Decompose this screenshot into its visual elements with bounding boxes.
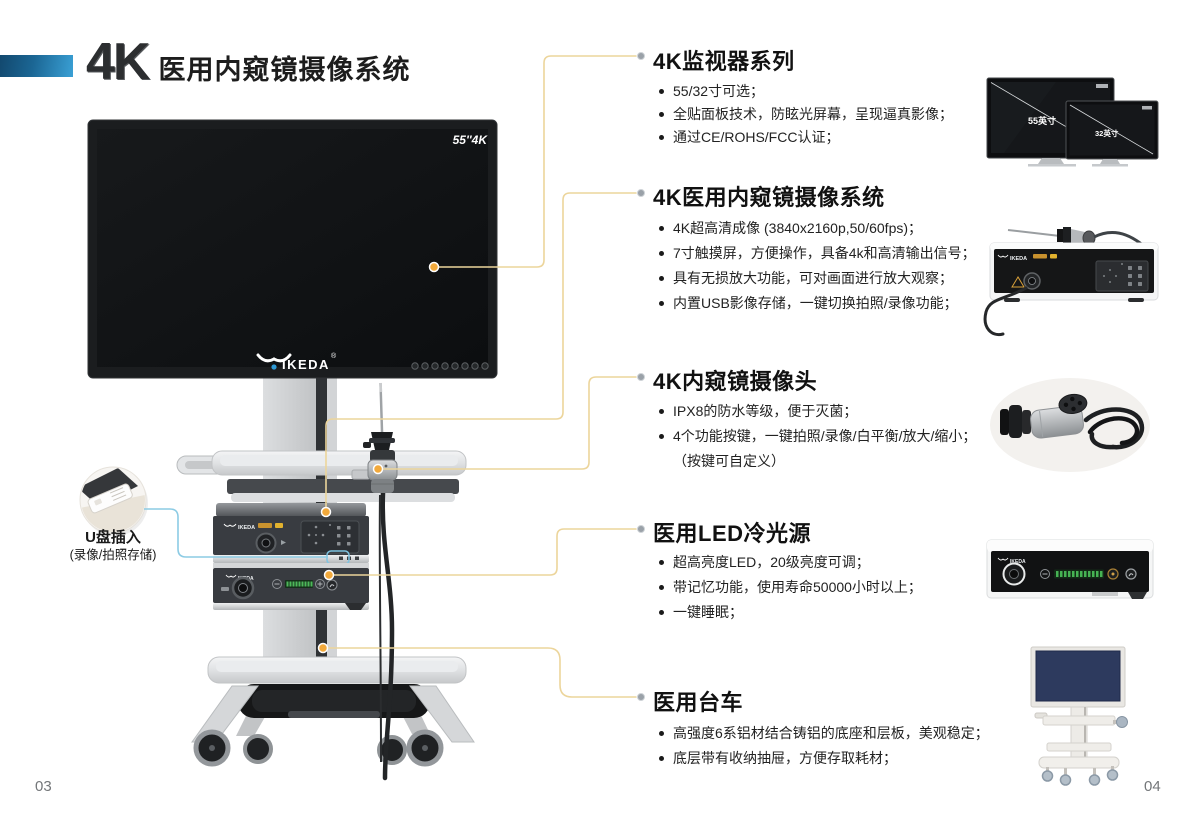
bullet-item: 高强度6系铝材结合铸铝的底座和层板，美观稳定；: [657, 721, 989, 746]
section-bullets: 55/32寸可选； 全贴面板技术，防眩光屏幕，呈现逼真影像； 通过CE/ROHS…: [657, 80, 953, 149]
monitor-32-label: 32英寸: [1095, 128, 1119, 138]
section-bullets: 超高亮度LED，20级亮度可调； 带记忆功能，使用寿命50000小时以上； 一键…: [657, 550, 922, 625]
bullet-item: 一键睡眠；: [657, 600, 922, 625]
bullet-item: 带记忆功能，使用寿命50000小时以上；: [657, 575, 922, 600]
bullet-item: 具有无损放大功能，可对画面进行放大观察；: [657, 266, 976, 291]
section-camera-system: 4K医用内窥镜摄像系统 4K超高清成像 (3840x2160p,50/60fps…: [653, 180, 998, 311]
usb-callout-label: U盘插入 (录像/拍照存储): [33, 528, 193, 564]
callout-line-light: [328, 528, 637, 576]
bullet-item: 全贴面板技术，防眩光屏幕，呈现逼真影像；: [657, 103, 953, 126]
bullet-item: 底层带有收纳抽屉，方便存取耗材；: [657, 746, 989, 771]
svg-text:IKEDA: IKEDA: [1010, 559, 1026, 565]
monitor-badge: 55''4K: [453, 133, 489, 147]
bullet-item: 内置USB影像存储，一键切换拍照/录像功能；: [657, 291, 976, 316]
monitor-buttons: [411, 362, 489, 370]
product-camera-head: [990, 378, 1150, 472]
page-title: 4K 医用内窥镜摄像系统: [86, 32, 410, 92]
usb-label-line2: (录像/拍照存储): [69, 548, 157, 562]
bullet-item: IPX8的防水等级，便于灭菌；: [657, 399, 976, 424]
svg-text:IKEDA: IKEDA: [1010, 256, 1027, 262]
cart-top-shelf: [176, 450, 467, 502]
svg-text:IKEDA: IKEDA: [282, 357, 330, 372]
monitor-brand-logo: IKEDA ®: [256, 352, 337, 372]
product-light-source: IKEDA: [986, 539, 1154, 599]
monitor-55-label: 55英寸: [1028, 115, 1056, 126]
section-bullets: IPX8的防水等级，便于灭菌； 4个功能按键，一键拍照/录像/白平衡/放大/缩小…: [657, 399, 976, 474]
bullet-item: 通过CE/ROHS/FCC认证；: [657, 126, 953, 149]
page-number-left: 03: [35, 778, 52, 795]
cart-camera-unit: IKEDA: [213, 503, 369, 565]
callout-line-head: [377, 376, 637, 470]
bullet-item: 55/32寸可选；: [657, 80, 953, 103]
usb-callout-line: [144, 508, 328, 558]
callout-line-ccu: [325, 192, 637, 513]
bullet-item: 4K超高清成像 (3840x2160p,50/60fps)；: [657, 216, 976, 241]
ccu-brand: IKEDA: [238, 525, 255, 531]
callout-source-dots: [317, 261, 440, 654]
bullet-item: 7寸触摸屏，方便操作，具备4k和高清输出信号；: [657, 241, 976, 266]
page-title-4k: 4K: [86, 33, 151, 91]
cart-bottom-shelf: [207, 656, 467, 684]
cart-monitor: 55''4K IKEDA ®: [87, 119, 498, 379]
front-casters: [193, 729, 444, 767]
section-light-source: 医用LED冷光源 超高亮度LED，20级亮度可调； 带记忆功能，使用寿命5000…: [653, 516, 998, 620]
section-heading: 4K监视器系列: [653, 49, 795, 74]
bullet-item: 4个功能按键，一键拍照/录像/白平衡/放大/缩小；: [657, 424, 976, 449]
section-monitor-series: 4K监视器系列 55/32寸可选； 全贴面板技术，防眩光屏幕，呈现逼真影像； 通…: [653, 44, 998, 145]
usb-label-line1: U盘插入: [85, 529, 141, 546]
callout-line-cart: [322, 647, 637, 698]
product-cart: [1030, 646, 1128, 786]
product-monitors: 55英寸 32英寸: [986, 77, 1159, 167]
section-camera-head: 4K内窥镜摄像头 IPX8的防水等级，便于灭菌； 4个功能按键，一键拍照/录像/…: [653, 364, 998, 469]
callout-line-monitor: [433, 55, 637, 268]
title-accent-bar: [0, 55, 73, 77]
section-bullets: 4K超高清成像 (3840x2160p,50/60fps)； 7寸触摸屏，方便操…: [657, 216, 976, 316]
page-title-text: 医用内窥镜摄像系统: [158, 55, 411, 85]
heading-dots: [637, 52, 645, 701]
callout-lines: [322, 55, 637, 698]
endoscope-assembly: [351, 382, 398, 781]
bullet-note: （按键可自定义）: [673, 453, 785, 469]
page-number-right: 04: [1144, 778, 1161, 795]
section-heading: 医用台车: [653, 690, 744, 715]
product-camera-system: IKEDA: [983, 227, 1159, 337]
section-trolley: 医用台车 高强度6系铝材结合铸铝的底座和层板，美观稳定； 底层带有收纳抽屉，方便…: [653, 685, 998, 766]
section-heading: 4K内窥镜摄像头: [653, 369, 818, 394]
section-heading: 医用LED冷光源: [653, 521, 812, 546]
bullet-item: 超高亮度LED，20级亮度可调；: [657, 550, 922, 575]
cart-light-source: IKEDA: [213, 563, 369, 610]
section-heading: 4K医用内窥镜摄像系统: [653, 185, 885, 210]
cart-base: [191, 684, 475, 767]
section-bullets: 高强度6系铝材结合铸铝的底座和层板，美观稳定； 底层带有收纳抽屉，方便存取耗材；: [657, 721, 989, 771]
svg-text:®: ®: [331, 352, 337, 360]
